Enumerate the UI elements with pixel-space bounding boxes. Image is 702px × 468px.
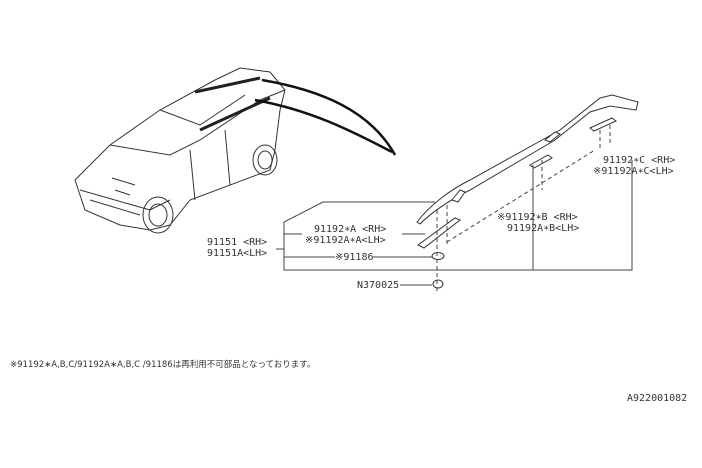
label-91192a-rh: 91192∗A <RH> (314, 224, 386, 235)
leader-arc-upper (261, 78, 397, 156)
diagram-code: A922001082 (627, 393, 688, 404)
roof-rail (416, 94, 639, 225)
label-91151-lh: 91151A<LH> (207, 248, 267, 259)
vehicle-illustration (74, 67, 286, 234)
group-bracket (283, 160, 633, 271)
label-91192b-lh: 91192A∗B<LH> (507, 223, 579, 234)
leader-arc-lower (254, 98, 393, 154)
label-91151-rh: 91151 <RH> (207, 237, 267, 248)
label-91192b-rh: ※91192∗B <RH> (497, 212, 578, 223)
cover-c (589, 117, 617, 132)
cover-a (417, 217, 461, 249)
rail-foot-front (451, 189, 466, 203)
nut-n370025 (432, 279, 444, 289)
rail-foot-mid (544, 131, 561, 143)
label-n370025: N370025 (357, 280, 399, 291)
label-91192c-lh: ※91192A∗C<LH> (593, 166, 674, 177)
label-91192c-rh: 91192∗C <RH> (603, 155, 675, 166)
label-91192a-lh: ※91192A∗A<LH> (305, 235, 386, 246)
label-91186: ※91186 (335, 252, 373, 263)
reuse-note: ※91192∗A,B,C/91192A∗A,B,C /91186は再利用不可部品… (10, 360, 316, 370)
clip-91186 (431, 252, 445, 260)
